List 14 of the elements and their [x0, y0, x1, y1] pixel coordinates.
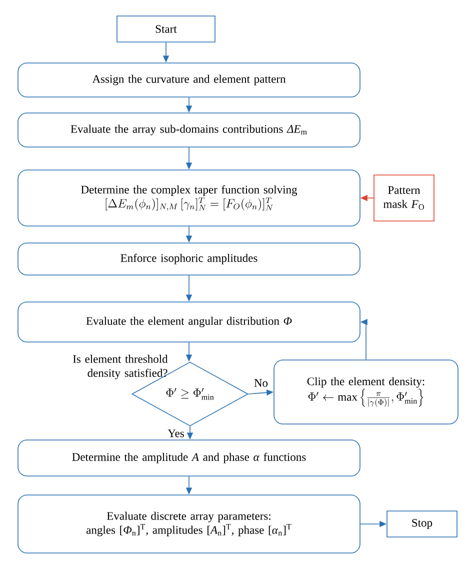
- process-box: Enforce isophoric amplitudes: [18, 242, 360, 276]
- question-text: Is element threshold density satisfied?: [73, 354, 168, 380]
- input-box: Pattern mask F$_{O}$: [374, 174, 434, 222]
- process-box: Evaluate the array sub-domains contributions ΔE$_{m}$: [18, 112, 360, 148]
- process-box: Evaluate discrete array parameters: angles [Φ$_{n}$]$^{T}$, amplitudes [A$_{n}$]$^{T}$, phase [α$_{n}$]$^{T}$: [18, 494, 360, 554]
- process-box: Determine the amplitude A and phase α functions: [18, 440, 360, 476]
- process-box: Evaluate the element angular distribution Φ: [18, 302, 360, 342]
- process-box: Clip the element density: $\Phi' \leftarrow \max\left\{\frac{\pi}{|\gamma(\Phi)|}, \Phi'_{\min}\right\}$: [274, 360, 458, 424]
- process-box: Determine the complex taper function solving $[\Delta E_m(\phi_n)]_{N,M}\,[\gamma_n]_N^T = [F_O(\phi_n)]_N^T$: [18, 170, 360, 226]
- start-box: Start: [116, 16, 216, 42]
- process-box: Assign the curvature and element pattern: [18, 62, 360, 98]
- stop-box: Stop: [386, 510, 458, 538]
- edge-label: Yes: [166, 428, 186, 438]
- edge-label: No: [252, 378, 270, 388]
